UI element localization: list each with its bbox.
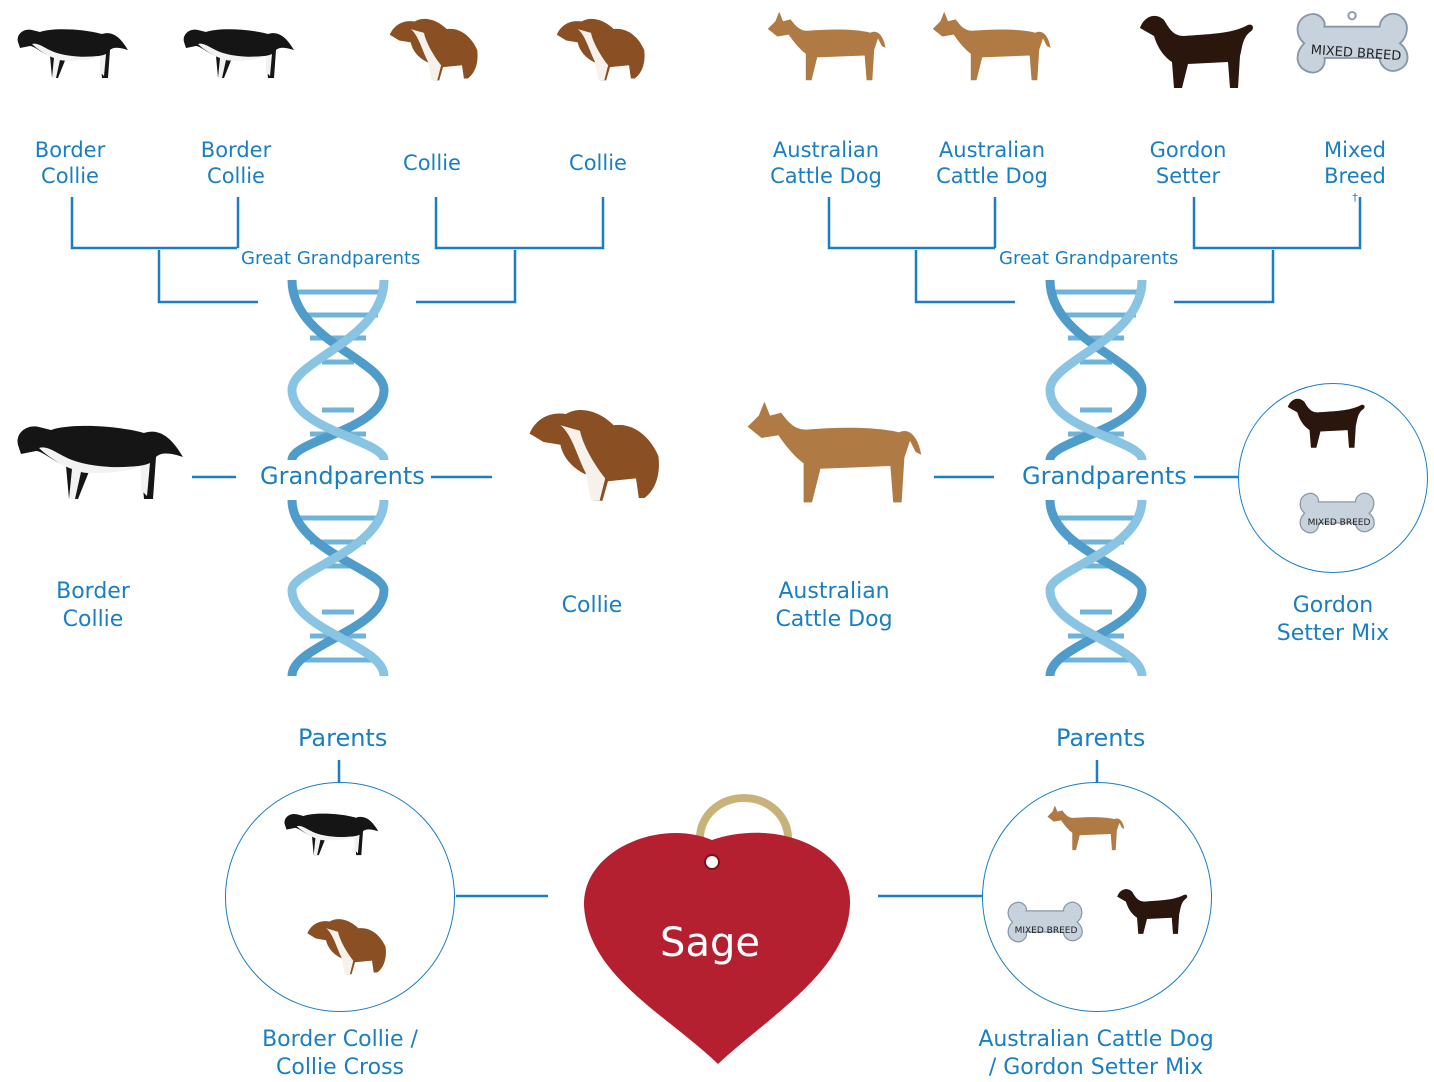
- cattle-dog-icon: [1047, 805, 1124, 850]
- gordon-setter-icon: [1117, 889, 1187, 934]
- great-grandparents-label-right: Great Grandparents: [995, 248, 1182, 269]
- gg-bracket-border-collie: [72, 197, 238, 248]
- collie-icon: [307, 919, 386, 974]
- gordon-setter-mix-circle: MIXED BREED: [1238, 383, 1428, 573]
- grandparents-label-left: Grandparents: [254, 462, 431, 490]
- gg-join-left-b: [416, 250, 515, 302]
- border-collie-icon: [285, 814, 379, 855]
- parent-label-left: Border Collie /Collie Cross: [230, 1026, 450, 1082]
- dog-name: Sage: [630, 920, 790, 966]
- mixed-breed-tag-text: MIXED BREED: [1003, 926, 1089, 936]
- great-grandparents-label-left: Great Grandparents: [237, 248, 424, 269]
- dagger-footnote-mark: †: [1352, 191, 1358, 204]
- grandparents-label-right: Grandparents: [1016, 462, 1193, 490]
- parent-label-right: Australian Cattle Dog/ Gordon Setter Mix: [960, 1026, 1232, 1082]
- gg-label-3: Collie: [382, 150, 482, 176]
- parents-label-right: Parents: [1056, 724, 1145, 752]
- parent-circle-left: [225, 782, 455, 1012]
- gp-label-collie: Collie: [537, 592, 647, 620]
- gg-join-right-b: [1174, 250, 1273, 302]
- parents-label-left: Parents: [298, 724, 387, 752]
- gg-label-4: Collie: [548, 150, 648, 176]
- gg-bracket-collie: [436, 197, 603, 248]
- gg-bracket-cattle-dog: [829, 197, 995, 248]
- mixed-breed-tag-text: MIXED BREED: [1295, 518, 1383, 528]
- gordon-setter-icon: [1288, 399, 1365, 448]
- parent-circle-right: MIXED BREED: [982, 782, 1212, 1012]
